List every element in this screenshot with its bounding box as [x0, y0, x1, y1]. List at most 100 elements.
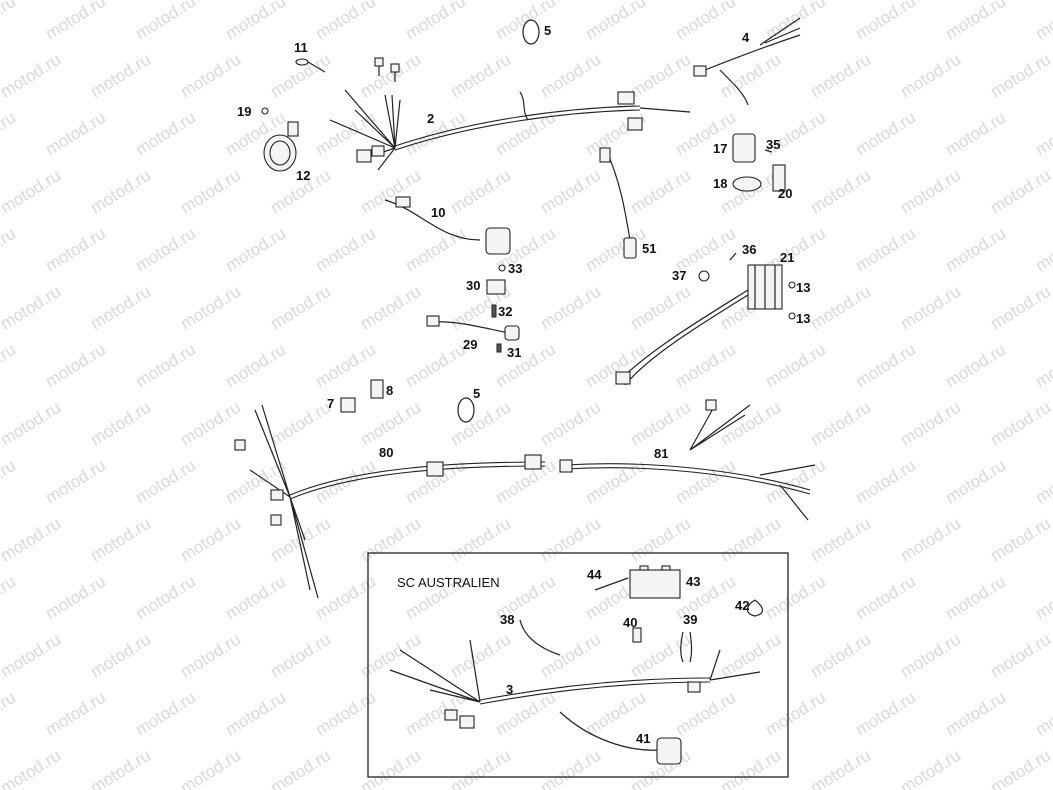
callout-44: 44	[587, 567, 602, 582]
horn-part-12	[263, 121, 299, 172]
switch-part-41	[559, 711, 682, 765]
watermark-text: motod.ru	[582, 0, 649, 43]
callout-10: 10	[431, 205, 445, 220]
watermark-text: motod.ru	[132, 572, 199, 624]
watermark-text: motod.ru	[0, 746, 64, 790]
watermark-text: motod.ru	[492, 688, 559, 740]
watermark-text: motod.ru	[807, 398, 874, 450]
watermark-text: motod.ru	[177, 630, 244, 682]
watermark-text: motod.ru	[807, 514, 874, 566]
watermark-text: motod.ru	[222, 688, 289, 740]
callout-51: 51	[642, 241, 656, 256]
watermark-text: motod.ru	[942, 0, 1009, 43]
watermark-text: motod.ru	[42, 224, 109, 276]
watermark-text: motod.ru	[537, 50, 604, 102]
watermark-text: motod.ru	[987, 50, 1053, 102]
watermark-text: motod.ru	[0, 688, 19, 740]
relay-part-11	[295, 58, 326, 73]
screw-part-35	[764, 149, 773, 153]
fuse-part-40	[632, 627, 642, 643]
watermark-text: motod.ru	[87, 398, 154, 450]
watermark-text: motod.ru	[717, 514, 784, 566]
watermark-text: motod.ru	[762, 572, 829, 624]
watermark-text: motod.ru	[897, 398, 964, 450]
watermark-text: motod.ru	[357, 746, 424, 790]
watermark-text: motod.ru	[267, 746, 334, 790]
callout-20: 20	[778, 186, 792, 201]
callout-5-top: 5	[544, 23, 551, 38]
watermark-text: motod.ru	[87, 746, 154, 790]
watermark-text: motod.ru	[267, 398, 334, 450]
callout-38: 38	[500, 612, 514, 627]
watermark-text: motod.ru	[312, 456, 379, 508]
watermark-text: motod.ru	[807, 746, 874, 790]
watermark-text: motod.ru	[42, 688, 109, 740]
watermark-text: motod.ru	[807, 166, 874, 218]
watermark-text: motod.ru	[987, 746, 1053, 790]
watermark-text: motod.ru	[762, 340, 829, 392]
sensor-part-51	[599, 147, 637, 259]
watermark-text: motod.ru	[132, 224, 199, 276]
watermark-text: motod.ru	[447, 630, 514, 682]
watermark-text: motod.ru	[447, 514, 514, 566]
callout-21: 21	[780, 250, 794, 265]
watermark-text: motod.ru	[852, 456, 919, 508]
watermark-text: motod.ru	[627, 514, 694, 566]
watermark-text: motod.ru	[807, 630, 874, 682]
fuse-part-7	[340, 397, 356, 413]
watermark-text: motod.ru	[672, 108, 739, 160]
watermark-text: motod.ru	[357, 166, 424, 218]
watermark-text: motod.ru	[0, 282, 64, 334]
watermark-text: motod.ru	[987, 282, 1053, 334]
watermark-text: motod.ru	[1032, 572, 1053, 624]
watermark-text: motod.ru	[447, 746, 514, 790]
capacitor-part-17	[732, 133, 756, 163]
watermark-text: motod.ru	[627, 282, 694, 334]
watermark-text: motod.ru	[762, 456, 829, 508]
callout-42: 42	[735, 598, 749, 613]
cable-part-38	[519, 619, 561, 656]
watermark-text: motod.ru	[762, 688, 829, 740]
watermark-text: motod.ru	[1032, 0, 1053, 43]
watermark-text: motod.ru	[357, 50, 424, 102]
watermark-text: motod.ru	[537, 166, 604, 218]
watermark-text: motod.ru	[492, 340, 559, 392]
callout-3: 3	[506, 682, 513, 697]
watermark-text: motod.ru	[942, 108, 1009, 160]
screw-part-32	[491, 304, 497, 318]
watermark-text: motod.ru	[447, 398, 514, 450]
watermark-text: motod.ru	[402, 688, 469, 740]
wiring-harness-part-80	[249, 404, 546, 599]
callout-7: 7	[327, 396, 334, 411]
watermark-text: motod.ru	[942, 456, 1009, 508]
watermark-text: motod.ru	[177, 50, 244, 102]
watermark-text: motod.ru	[807, 282, 874, 334]
watermark-text: motod.ru	[312, 224, 379, 276]
callout-36: 36	[742, 242, 756, 257]
watermark-text: motod.ru	[987, 398, 1053, 450]
clip-part-42	[746, 599, 764, 617]
watermark-text: motod.ru	[177, 282, 244, 334]
watermark-text: motod.ru	[0, 108, 19, 160]
holder-part-8	[370, 379, 384, 399]
watermark-text: motod.ru	[132, 340, 199, 392]
watermark-text: motod.ru	[42, 572, 109, 624]
watermark-text: motod.ru	[132, 108, 199, 160]
cable-part-39	[680, 631, 693, 663]
callout-31: 31	[507, 345, 521, 360]
watermark-text: motod.ru	[672, 456, 739, 508]
watermark-text: motod.ru	[132, 688, 199, 740]
watermark-text: motod.ru	[267, 282, 334, 334]
watermark-text: motod.ru	[0, 456, 19, 508]
callout-8: 8	[386, 383, 393, 398]
watermark-text: motod.ru	[852, 108, 919, 160]
callout-19: 19	[237, 104, 251, 119]
watermark-text: motod.ru	[87, 514, 154, 566]
watermark-text: motod.ru	[402, 224, 469, 276]
watermark-text: motod.ru	[267, 630, 334, 682]
watermark-text: motod.ru	[0, 50, 64, 102]
screw-part-80	[234, 439, 246, 451]
screws-pair	[374, 57, 400, 82]
watermark-text: motod.ru	[0, 572, 19, 624]
